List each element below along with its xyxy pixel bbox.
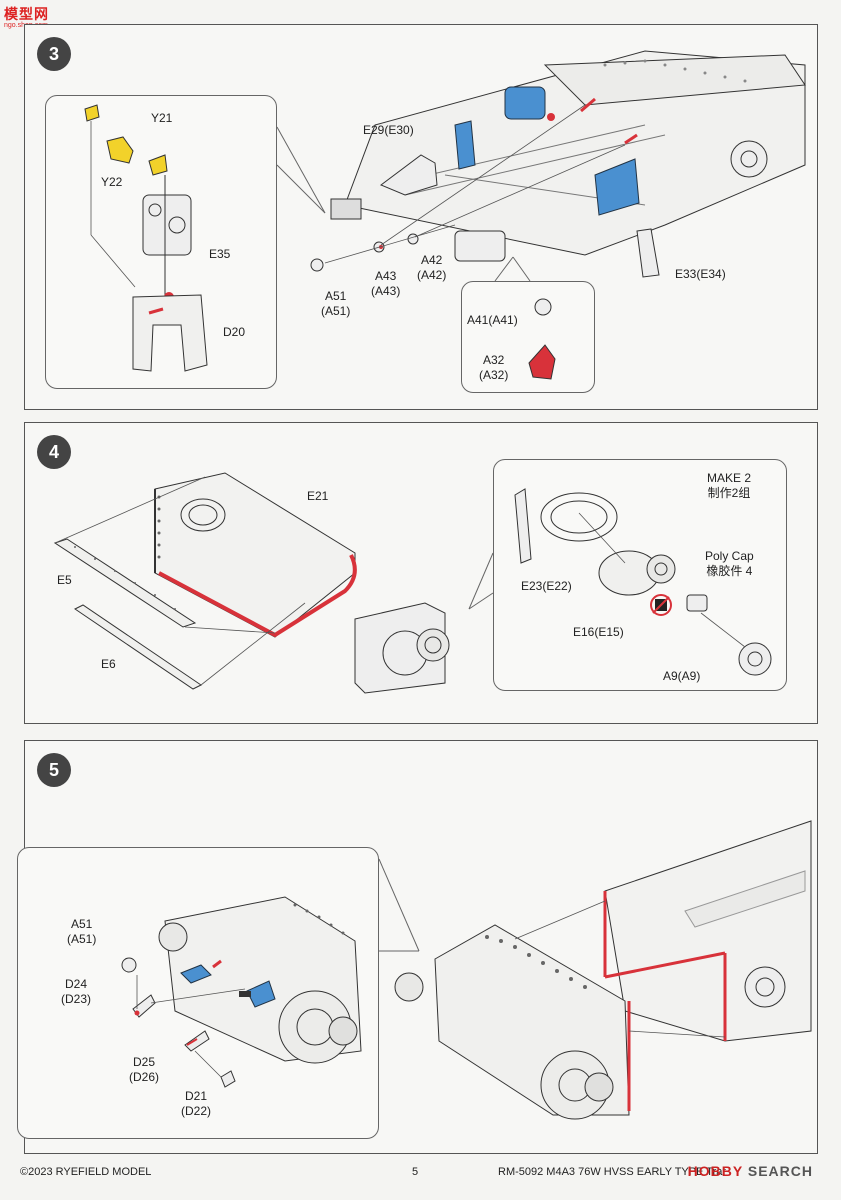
label-d20: D20	[223, 325, 246, 339]
step-3-drawing	[84, 50, 806, 380]
step-3-panel: 3	[24, 24, 818, 410]
step-4-number: 4	[37, 435, 71, 469]
label-make2-en: MAKE 2	[707, 471, 752, 485]
label-polycap-en: Poly Cap	[705, 549, 754, 563]
label-a51: A51 (A51)	[67, 917, 96, 947]
footer-product: RM-5092 M4A3 76W HVSS EARLY TYPE Transmi…	[498, 1166, 726, 1178]
label-a51-line2: (A51)	[321, 304, 351, 318]
label-a51: A51 (A51)	[321, 289, 350, 319]
label-d25: D25 (D26)	[129, 1055, 159, 1085]
label-d21-line1: D21	[185, 1089, 208, 1103]
label-d25-line2: (D26)	[129, 1070, 160, 1084]
label-make2: MAKE 2 制作2组	[707, 471, 751, 501]
watermark-hobby: HOBBY	[687, 1163, 743, 1179]
label-a51-line1: A51	[324, 289, 347, 303]
label-e35: E35	[209, 247, 231, 261]
step-5-number: 5	[37, 753, 71, 787]
label-a42-line2: (A42)	[417, 268, 447, 282]
label-a43: A43 (A43)	[371, 269, 400, 299]
label-a32-line1: A32	[482, 353, 505, 367]
label-d24: D24 (D23)	[61, 977, 91, 1007]
label-a32-line2: (A32)	[479, 368, 509, 382]
step-3-number: 3	[37, 37, 71, 71]
label-a43-line1: A43	[374, 269, 397, 283]
step-5-drawing	[121, 820, 812, 1120]
label-e21: E21	[307, 489, 329, 503]
label-d25-line1: D25	[133, 1055, 156, 1069]
label-e33: E33(E34)	[675, 267, 726, 281]
logo-text: 模型网	[4, 6, 49, 22]
label-d24-line1: D24	[65, 977, 88, 991]
label-polycap: Poly Cap 橡胶件 4	[705, 549, 754, 579]
label-a41: A41(A41)	[467, 313, 518, 327]
label-e6: E6	[101, 657, 116, 671]
label-a51-line2: (A51)	[67, 932, 97, 946]
label-d21: D21 (D22)	[181, 1089, 211, 1119]
step-3-inset-bottom	[461, 281, 595, 393]
label-a32: A32 (A32)	[479, 353, 508, 383]
watermark: HOBBY SEARCH	[688, 1163, 813, 1179]
label-a9: A9(A9)	[663, 669, 701, 683]
label-a42: A42 (A42)	[417, 253, 446, 283]
label-y21: Y21	[151, 111, 173, 125]
footer-page-number: 5	[412, 1166, 419, 1178]
label-make2-cn: 制作2组	[707, 486, 751, 500]
label-e29: E29(E30)	[363, 123, 414, 137]
step-5-panel: 5	[17, 740, 818, 1154]
footer-copyright: ©2023 RYEFIELD MODEL	[20, 1166, 152, 1178]
label-a51-line1: A51	[70, 917, 93, 931]
step-4-panel: 4	[24, 422, 818, 724]
label-e23: E23(E22)	[521, 579, 572, 593]
label-a43-line2: (A43)	[371, 284, 401, 298]
label-e16: E16(E15)	[573, 625, 624, 639]
label-d24-line2: (D23)	[61, 992, 92, 1006]
label-y22: Y22	[101, 175, 123, 189]
step-4-drawing	[53, 472, 772, 694]
label-a42-line1: A42	[420, 253, 443, 267]
label-e5: E5	[57, 573, 72, 587]
label-d21-line2: (D22)	[181, 1104, 212, 1118]
watermark-search: SEARCH	[747, 1163, 813, 1179]
label-polycap-cn: 橡胶件 4	[706, 564, 753, 578]
